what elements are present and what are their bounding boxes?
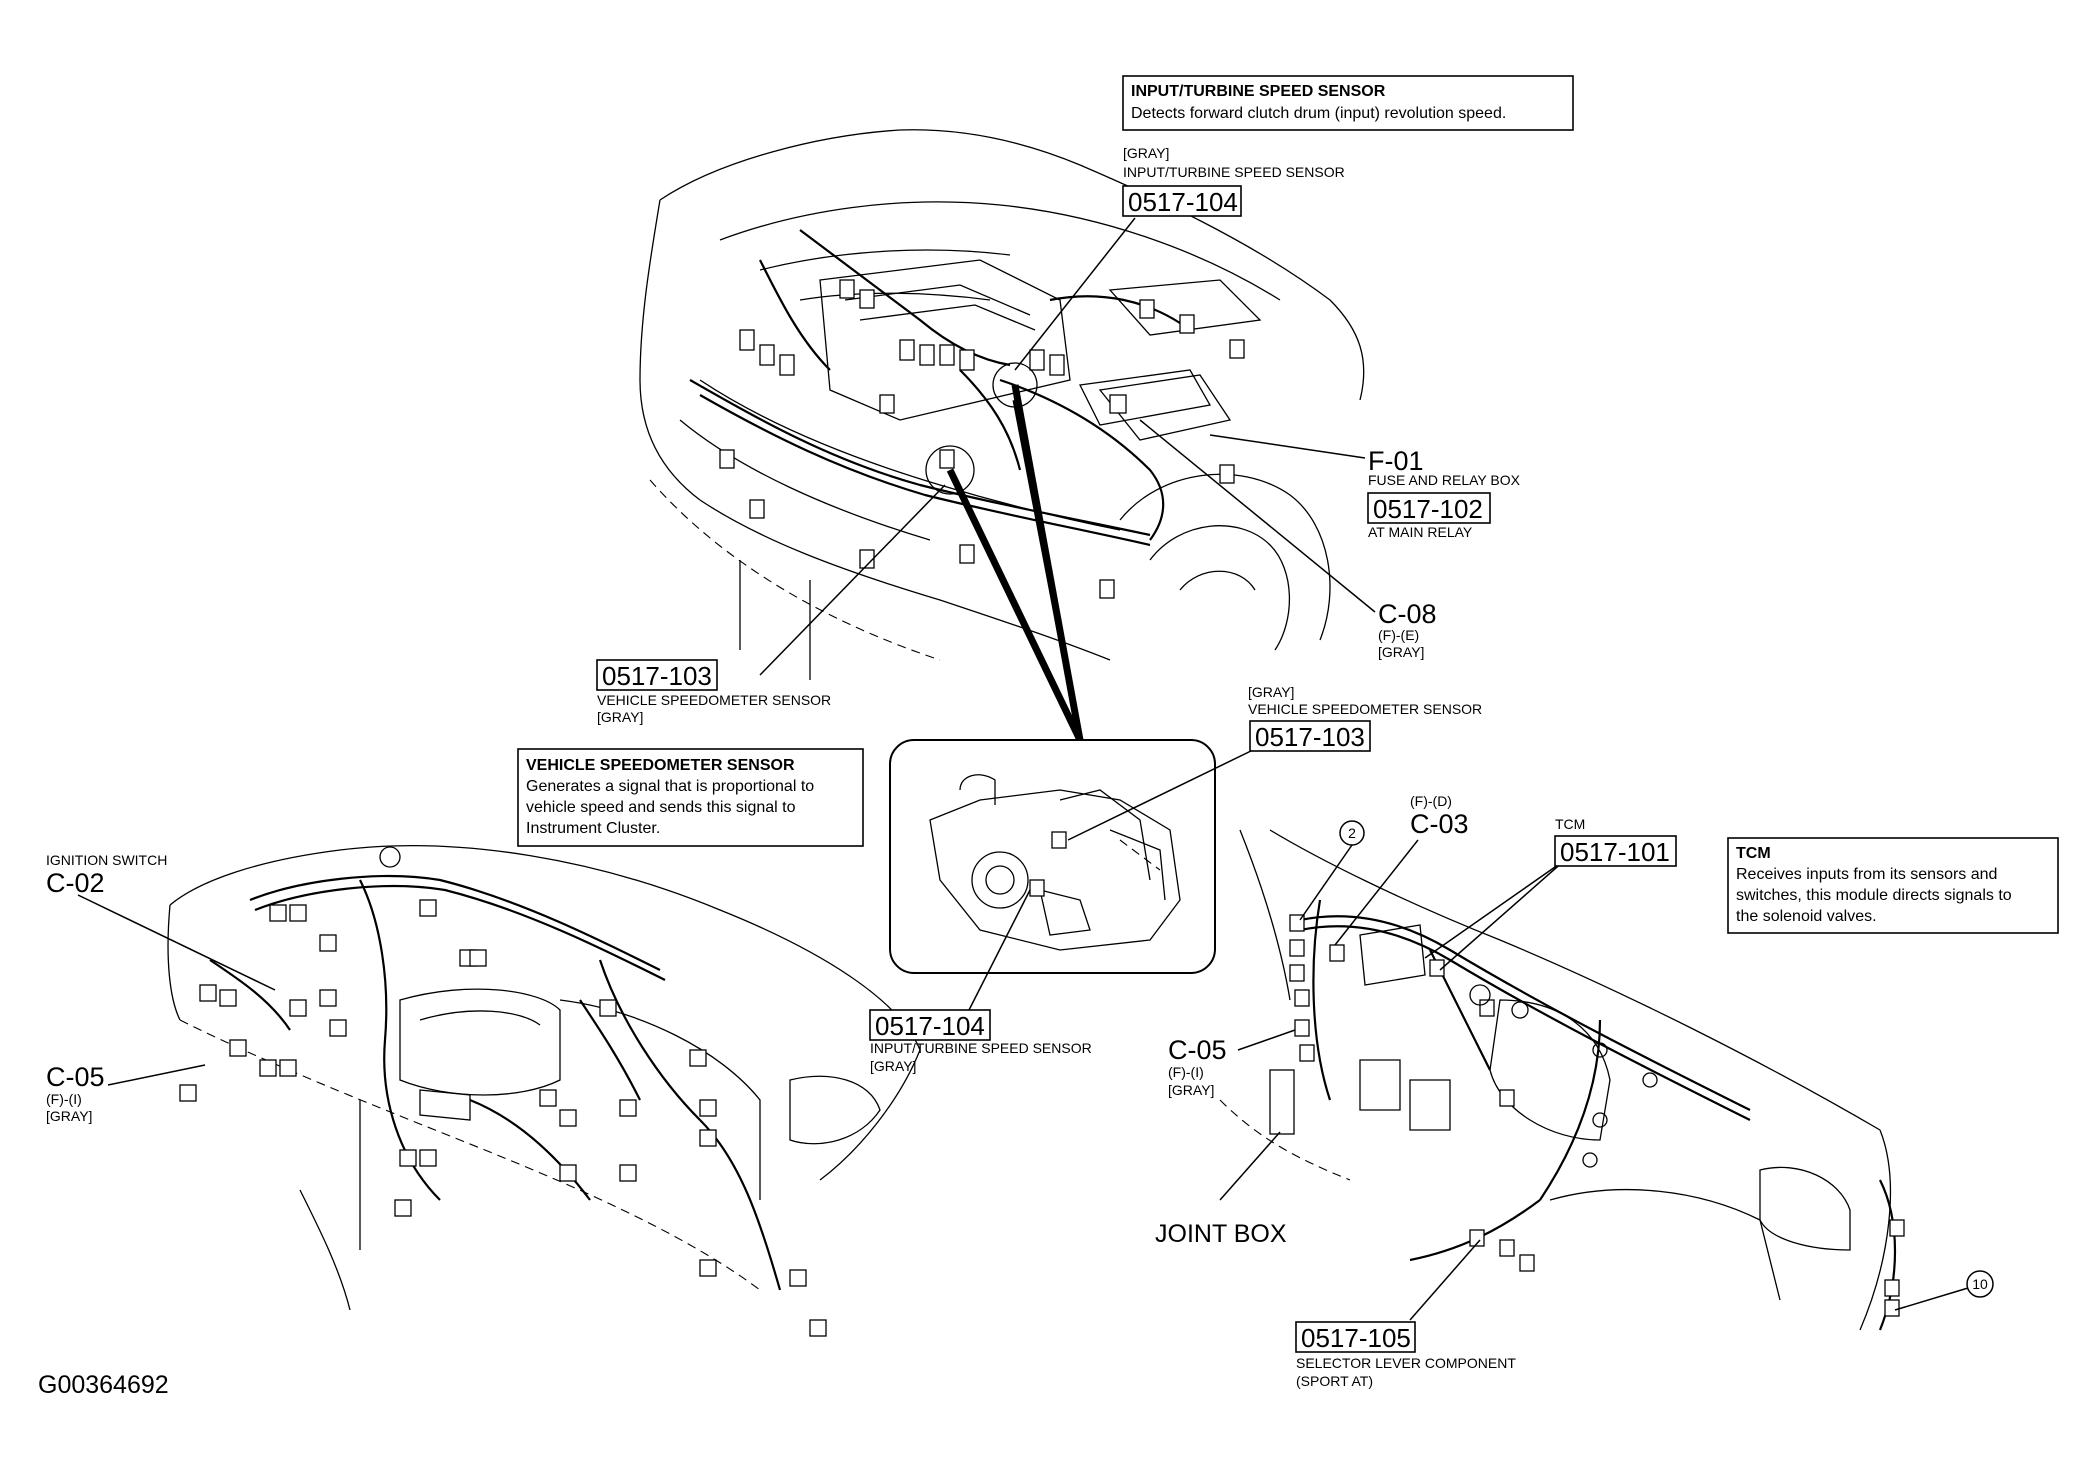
callout-tcm-title: TCM [1736,845,1771,862]
callout-speedo-title: VEHICLE SPEEDOMETER SENSOR [526,757,795,774]
label-detail-input-turbine: 0517-104 INPUT/TURBINE SPEED SENSOR [GRA… [869,1009,1092,1074]
circle-2-label: 2 [1348,825,1356,841]
callout-input-turbine-body: Detects forward clutch drum (input) revo… [1131,105,1506,122]
transmission-detail-inset [889,739,1216,974]
c05-right-line2: [GRAY] [1168,1082,1214,1098]
ignition-id: C-02 [46,868,105,898]
c08-line2: [GRAY] [1378,644,1424,660]
detail-input-name: INPUT/TURBINE SPEED SENSOR [870,1040,1092,1056]
callout-speedo-line-3: Instrument Cluster. [526,820,660,837]
top-input-gray: [GRAY] [1123,145,1169,161]
callout-tcm: TCM Receives inputs from its sensors and… [1727,837,2059,934]
callout-tcm-line-1: Receives inputs from its sensors and [1736,866,1997,883]
c05-right-id: C-05 [1168,1035,1227,1065]
detail-pointer-lines [946,384,1084,742]
ignition-name: IGNITION SWITCH [46,852,167,868]
f01-sub: AT MAIN RELAY [1368,524,1473,540]
label-c05-right: C-05 (F)-(I) [GRAY] [1168,1035,1227,1098]
detail-input-code: 0517-104 [875,1011,985,1041]
f01-code: 0517-102 [1373,494,1483,524]
joint-box-name: JOINT BOX [1155,1220,1287,1248]
c03-id: C-03 [1410,809,1469,839]
label-tcm: TCM 0517-101 [1554,816,1677,867]
callout-input-turbine: INPUT/TURBINE SPEED SENSOR Detects forwa… [1122,75,1574,131]
label-f01: F-01 FUSE AND RELAY BOX 0517-102 AT MAIN… [1367,446,1521,540]
top-input-name: INPUT/TURBINE SPEED SENSOR [1123,164,1345,180]
c05-left-id: C-05 [46,1062,105,1092]
label-ignition-switch: IGNITION SWITCH C-02 [46,852,167,898]
circle-marker-10: 10 [1966,1270,1994,1298]
c08-line1: (F)-(E) [1378,627,1419,643]
callout-speedo-line-2: vehicle speed and sends this signal to [526,799,796,816]
label-c08: C-08 (F)-(E) [GRAY] [1378,599,1437,660]
callout-input-turbine-title: INPUT/TURBINE SPEED SENSOR [1131,83,1386,100]
top-input-code: 0517-104 [1128,187,1238,217]
circle-10-label: 10 [1972,1276,1988,1292]
label-joint-box: JOINT BOX [1155,1220,1287,1248]
label-c05-left: C-05 (F)-(I) [GRAY] [46,1062,105,1124]
c08-id: C-08 [1378,599,1437,629]
detail-speedo-code: 0517-103 [1255,722,1365,752]
label-left-speedometer: 0517-103 VEHICLE SPEEDOMETER SENSOR [GRA… [596,659,831,725]
callout-tcm-line-2: switches, this module directs signals to [1736,887,2012,904]
tcm-name: TCM [1555,816,1585,832]
leader-lines [77,217,1969,1321]
callout-tcm-line-3: the solenoid valves. [1736,908,1877,925]
left-speedo-gray: [GRAY] [597,709,643,725]
circle-marker-2: 2 [1339,820,1365,846]
f01-name: FUSE AND RELAY BOX [1368,472,1521,488]
selector-sub: (SPORT AT) [1296,1373,1373,1389]
detail-speedo-gray: [GRAY] [1248,684,1294,700]
label-c03: (F)-(D) C-03 [1410,793,1469,839]
left-speedo-code: 0517-103 [602,661,712,691]
engine-compartment-illustration [639,129,1365,680]
f01-id: F-01 [1368,446,1424,476]
selector-name: SELECTOR LEVER COMPONENT [1296,1355,1516,1371]
c05-right-line1: (F)-(I) [1168,1064,1204,1080]
left-speedo-name: VEHICLE SPEEDOMETER SENSOR [597,692,831,708]
callout-vehicle-speedometer: VEHICLE SPEEDOMETER SENSOR Generates a s… [517,748,864,847]
tcm-code: 0517-101 [1560,837,1670,867]
label-selector-lever: 0517-105 SELECTOR LEVER COMPONENT (SPORT… [1295,1321,1516,1389]
c03-line1: (F)-(D) [1410,793,1452,809]
callout-speedo-line-1: Generates a signal that is proportional … [526,778,814,795]
detail-input-gray: [GRAY] [870,1058,916,1074]
figure-id: G00364692 [38,1371,169,1399]
c05-left-line2: [GRAY] [46,1108,92,1124]
label-top-input-turbine: [GRAY] INPUT/TURBINE SPEED SENSOR 0517-1… [1122,145,1345,217]
label-detail-speedometer: [GRAY] VEHICLE SPEEDOMETER SENSOR 0517-1… [1248,684,1482,752]
detail-speedo-name: VEHICLE SPEEDOMETER SENSOR [1248,701,1482,717]
c05-left-line1: (F)-(I) [46,1091,82,1107]
selector-code: 0517-105 [1301,1323,1411,1353]
instrument-panel-left-illustration [167,845,921,1337]
